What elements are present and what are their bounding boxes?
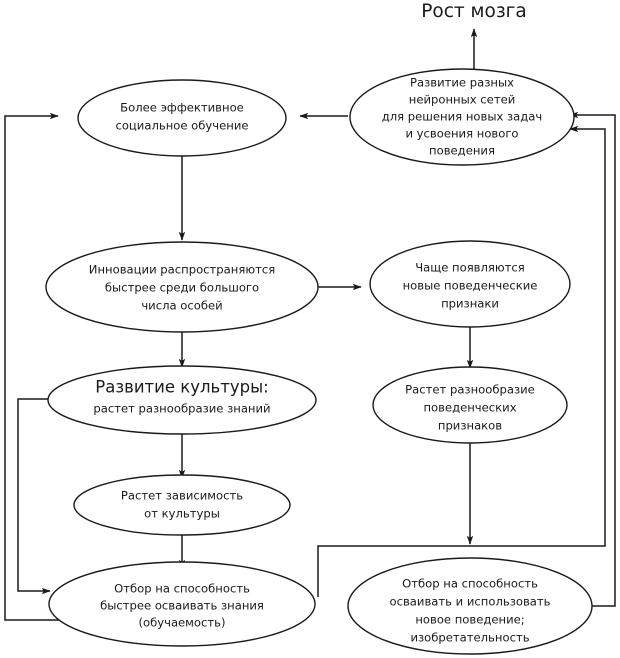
node-innovation-spread-line-1: Инновации распространяются [89,263,275,277]
node-selection-learnability-line-2: быстрее осваивать знания [100,599,264,613]
node-selection-inventiveness-line-3: новое поведение; [415,613,524,627]
node-selection-learnability-line-1: Отбор на способность [114,582,250,596]
diagram-title: Рост мозга [421,1,526,22]
node-selection-inventiveness-line-2: осваивать и использовать [390,595,551,609]
node-culture-development-shape [47,365,317,435]
node-new-behaviour-traits[interactable]: Чаще появляются новые поведенческие приз… [369,240,571,328]
node-social-learning[interactable]: Более эффективное социальное обучение [77,79,287,157]
node-neural-networks[interactable]: Развитие разных нейронных сетей для реше… [349,68,575,166]
node-new-behaviour-traits-shape [369,240,571,328]
node-selection-inventiveness[interactable]: Отбор на способность осваивать и использ… [347,557,593,655]
node-social-learning-line-2: социальное обучение [115,119,248,133]
node-behaviour-diversity-line-2: поведенческих [423,401,516,415]
node-selection-learnability-line-3: (обучаемость) [138,616,225,630]
edge-learnability-to-neural-loop [317,125,606,597]
node-social-learning-shape [77,79,287,157]
node-selection-learnability[interactable]: Отбор на способность быстрее осваивать з… [48,561,316,647]
node-selection-inventiveness-line-1: Отбор на способность [402,577,538,591]
node-innovation-spread-line-3: числа особей [141,299,222,313]
node-neural-networks-line-5: поведения [429,144,495,158]
node-culture-development-line-2: растет разнообразие знаний [93,402,270,416]
edge-inventiveness-to-neural-loop [569,111,616,607]
node-new-behaviour-traits-line-2: новые поведенческие [403,279,538,293]
node-neural-networks-line-2: нейронных сетей [409,93,516,107]
node-behaviour-diversity-shape [372,366,568,444]
node-behaviour-diversity[interactable]: Растет разнообразие поведенческих призна… [372,366,568,444]
node-selection-inventiveness-line-4: изобретательность [410,631,529,645]
node-neural-networks-shape [349,68,575,166]
node-selection-inventiveness-shape [347,557,593,655]
node-neural-networks-line-1: Развитие разных [410,76,514,90]
node-new-behaviour-traits-line-3: признаки [441,297,499,311]
node-selection-learnability-shape [48,561,316,647]
edge-culture-to-learnability-loop [17,398,51,595]
node-neural-networks-line-3: для решения новых задач [382,110,543,124]
node-behaviour-diversity-line-1: Растет разнообразие [405,383,535,397]
node-culture-dependence-shape [73,474,291,536]
node-behaviour-diversity-line-3: признаков [438,419,502,433]
node-culture-dependence-line-1: Растет зависимость [121,489,243,503]
node-social-learning-line-1: Более эффективное [120,101,244,115]
node-neural-networks-line-4: и усвоения нового [405,127,518,141]
node-culture-development[interactable]: Развитие культуры: растет разнообразие з… [47,365,317,435]
node-innovation-spread[interactable]: Инновации распространяются быстрее среди… [45,241,319,333]
node-new-behaviour-traits-line-1: Чаще появляются [415,261,525,275]
node-culture-dependence-line-2: от культуры [144,507,220,521]
node-culture-dependence[interactable]: Растет зависимость от культуры [73,474,291,536]
node-innovation-spread-shape [45,241,319,333]
node-culture-development-line-1: Развитие культуры: [95,378,268,397]
node-innovation-spread-line-2: быстрее среди большого [105,281,259,295]
